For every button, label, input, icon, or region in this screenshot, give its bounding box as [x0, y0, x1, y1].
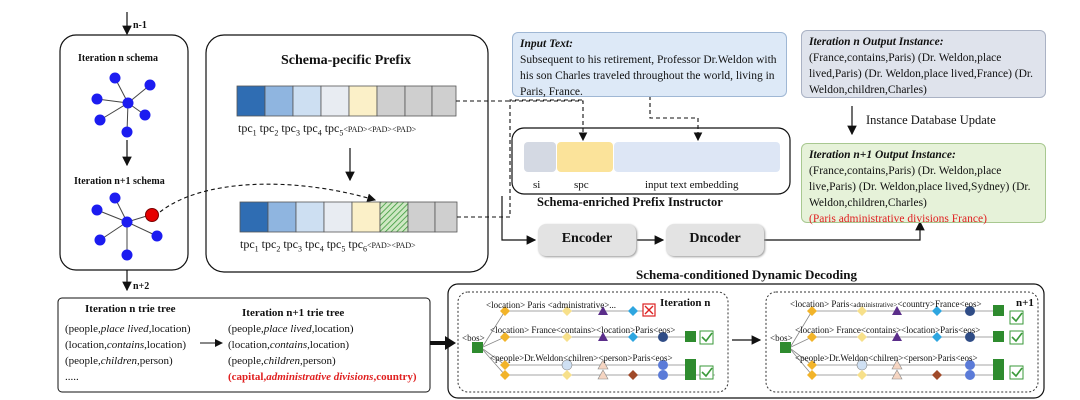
input-text-title: Input Text:: [520, 38, 573, 50]
trie-n-line: (location,contains,location): [65, 339, 186, 351]
spc-label: spc: [574, 179, 589, 191]
trie-n-ellipsis: .....: [65, 371, 79, 383]
decoding-box: [447, 283, 1045, 399]
trie-n-line: (people,place lived,location): [65, 323, 191, 335]
new-schema-node: [145, 208, 159, 222]
next-iteration-label: n+2: [133, 281, 150, 292]
embedding-label: input text embedding: [645, 179, 739, 191]
new-instance-text: (Paris administrative divisions France): [809, 213, 987, 225]
iteration-n1-output-box: Iteration n+1 Output Instance: (France,c…: [801, 143, 1046, 225]
trie-n1-line: (people,children,person): [228, 355, 336, 367]
prefix-title: Schema-pecific Prefix: [281, 53, 411, 68]
iteration-n-output-body: (France,contains,Paris) (Dr. Weldon,plac…: [809, 52, 1034, 96]
decode-n-label: Iteration n: [660, 297, 711, 309]
iteration-n-output-title: Iteration n Output Instance:: [809, 36, 944, 48]
schema-n1-title: Iteration n+1 schema: [74, 176, 165, 187]
decode-n-line1: <location> Paris <administrative>...: [486, 300, 617, 310]
decode-n-line3: <people>Dr.Weldon<chilren><person>Paris<…: [490, 353, 673, 363]
decode-n1-line1: <location> Paris<administrative><country…: [790, 299, 982, 309]
trie-n1-title: Iteration n+1 trie tree: [242, 307, 345, 319]
input-text-body: Subsequent to his retirement, Professor …: [520, 54, 777, 98]
decoding-title: Schema-conditioned Dynamic Decoding: [636, 267, 857, 282]
decode-n1-bos: <bos>: [770, 333, 793, 343]
schema-n-title: Iteration n schema: [78, 53, 158, 64]
schema-panel-box: [59, 34, 189, 271]
decoder-block: Dncoder: [666, 224, 764, 256]
trie-n1-line: (location,contains,location): [228, 339, 349, 351]
decode-n-bos: <bos>: [462, 333, 485, 343]
trie-n-title: Iteration n trie tree: [85, 303, 176, 315]
prefix-row2: [239, 201, 458, 233]
prefix-panel-box: [205, 34, 489, 273]
trie-n-line: (people,children,person): [65, 355, 173, 367]
decode-tree-n: [472, 303, 715, 380]
decode-n-line2: <location> France<contains><location>Par…: [490, 325, 676, 335]
iteration-n-output-box: Iteration n Output Instance: (France,con…: [801, 30, 1046, 98]
trie-n1-line: (people,place lived,location): [228, 323, 354, 335]
si-label: si: [533, 179, 541, 191]
decode-n1-line2: <location> France<contains><location>Par…: [795, 325, 981, 335]
iteration-n1-output-title: Iteration n+1 Output Instance:: [809, 149, 956, 161]
decode-n1-label: n+1: [1016, 297, 1034, 309]
instructor-box: [511, 127, 791, 195]
decode-n1-line3: <people>Dr.Weldon<chilren><person>Paris<…: [795, 353, 978, 363]
encoder-block: Encoder: [538, 224, 636, 256]
db-update-label: Instance Database Update: [866, 113, 996, 127]
trie-n1-new-line: (capital,administrative divisions,countr…: [228, 371, 417, 383]
prefix-row1: [236, 85, 457, 117]
prefix-row2-labels: tpc1 tpc2 tpc3 tpc4 tpc5 tpc6<PAD><PAD>: [240, 237, 416, 254]
prefix-row1-labels: tpc1 tpc2 tpc3 tpc4 tpc5<PAD><PAD><PAD>: [238, 121, 417, 138]
input-text-box: Input Text: Subsequent to his retirement…: [512, 32, 787, 98]
iteration-n1-output-body: (France,contains,Paris) (Dr. Weldon,plac…: [809, 165, 1031, 209]
prev-iteration-label: n-1: [133, 20, 147, 31]
decode-tree-n1: [780, 305, 1024, 380]
instructor-title: Schema-enriched Prefix Instructor: [537, 195, 723, 209]
